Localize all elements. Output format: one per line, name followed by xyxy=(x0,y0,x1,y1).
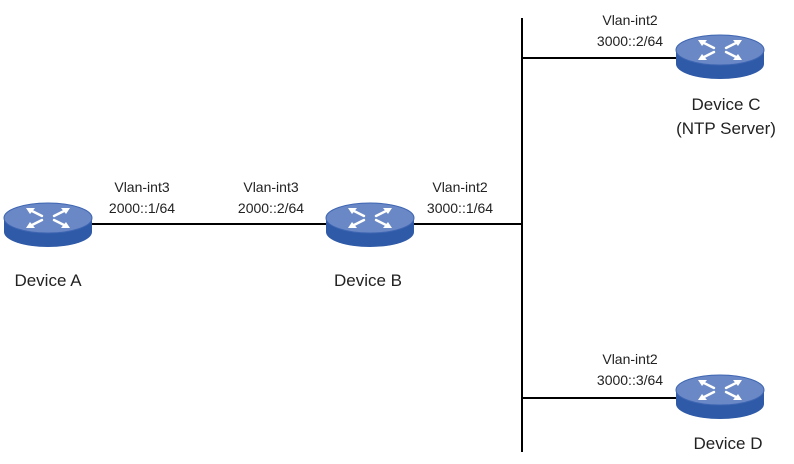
iface-b3-addr: 2000::2/64 xyxy=(238,200,304,216)
device-d-label: Device D xyxy=(694,434,763,453)
device-c-role: (NTP Server) xyxy=(676,119,776,138)
iface-b3-name: Vlan-int3 xyxy=(243,179,298,195)
device-b-label: Device B xyxy=(334,271,402,290)
iface-d-name: Vlan-int2 xyxy=(602,351,657,367)
device-a-label: Device A xyxy=(14,271,82,290)
iface-b2-name: Vlan-int2 xyxy=(432,179,487,195)
iface-c-name: Vlan-int2 xyxy=(602,12,657,28)
iface-b2-addr: 3000::1/64 xyxy=(427,200,493,216)
iface-d-addr: 3000::3/64 xyxy=(597,372,663,388)
iface-a-name: Vlan-int3 xyxy=(114,179,169,195)
device-b-icon xyxy=(324,201,416,249)
iface-c-addr: 3000::2/64 xyxy=(597,33,663,49)
device-d-icon xyxy=(674,373,766,421)
device-c-icon xyxy=(674,33,766,81)
iface-a-addr: 2000::1/64 xyxy=(109,200,175,216)
device-c-label: Device C xyxy=(692,95,761,114)
device-a-icon xyxy=(2,201,94,249)
